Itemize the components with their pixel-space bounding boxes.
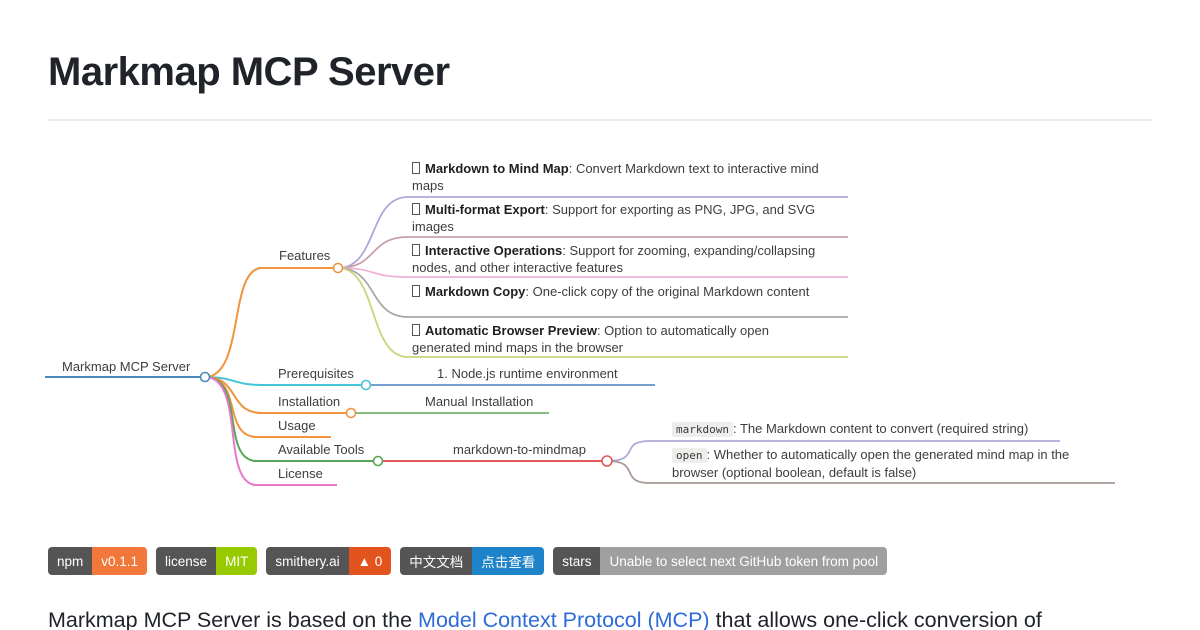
missing-emoji-icon (412, 244, 420, 256)
badge-license[interactable]: license MIT (156, 547, 258, 575)
link-feature-3 (337, 267, 409, 278)
badge-github-stars[interactable]: stars Unable to select next GitHub token… (553, 547, 888, 575)
link-feature-4 (337, 267, 409, 318)
badge-chinese-docs[interactable]: 中文文档 点击查看 (400, 547, 545, 575)
link-root-installation (204, 376, 263, 414)
badge-row: npm v0.1.1 license MIT smithery.ai ▲ 0 中… (48, 547, 888, 575)
link-feature-1 (337, 196, 409, 269)
badge-smithery[interactable]: smithery.ai ▲ 0 (266, 547, 392, 575)
mindmap-leaf-feature-5: Automatic Browser Preview: Option to aut… (412, 323, 769, 355)
mindmap-leaf-feature-3: Interactive Operations: Support for zoom… (412, 243, 816, 275)
mindmap-leaf-nodejs: 1. Node.js runtime environment (437, 366, 618, 381)
missing-emoji-icon (412, 203, 420, 215)
prerequisites-node-circle[interactable] (360, 379, 372, 391)
link-root-license (204, 376, 258, 486)
missing-emoji-icon (412, 324, 420, 336)
installation-node-circle[interactable] (345, 407, 357, 419)
mindmap-node-license: License (278, 466, 323, 481)
mindmap: Markmap MCP Server Features Markdown to … (45, 161, 1115, 486)
link-feature-5 (337, 267, 409, 358)
mindmap-leaf-param-markdown: markdown: The Markdown content to conver… (672, 420, 1092, 438)
root-node-circle[interactable] (199, 371, 211, 383)
mcp-link[interactable]: Model Context Protocol (MCP) (418, 608, 710, 630)
intro-paragraph: Markmap MCP Server is based on the Model… (48, 608, 1042, 630)
mindmap-node-features: Features (279, 248, 331, 263)
link-param-open (606, 460, 651, 484)
title-divider (48, 119, 1152, 121)
mindmap-node-installation: Installation (278, 394, 341, 409)
page-title: Markmap MCP Server (48, 50, 450, 94)
mindmap-canvas (45, 196, 1115, 486)
available-tools-node-circle[interactable] (372, 455, 384, 467)
code-chip: markdown (672, 422, 733, 437)
tool-node-circle[interactable] (601, 455, 613, 467)
link-param-markdown (606, 440, 651, 462)
missing-emoji-icon (412, 162, 420, 174)
link-root-features (204, 267, 263, 378)
features-node-circle[interactable] (332, 262, 344, 274)
badge-npm-version[interactable]: npm v0.1.1 (48, 547, 148, 575)
mindmap-leaf-feature-1: Markdown to Mind Map: Convert Markdown t… (412, 161, 819, 193)
link-feature-2 (337, 236, 409, 269)
mindmap-node-prerequisites: Prerequisites (278, 366, 354, 381)
mindmap-leaf-param-open: open: Whether to automatically open the … (672, 447, 1070, 480)
mindmap-node-tool: markdown-to-mindmap (453, 442, 586, 457)
mindmap-node-usage: Usage (278, 418, 316, 433)
mindmap-leaf-feature-2: Multi-format Export: Support for exporti… (412, 202, 816, 234)
mindmap-node-available-tools: Available Tools (278, 442, 365, 457)
code-chip: open (672, 448, 707, 463)
mindmap-leaf-feature-4: Markdown Copy: One-click copy of the ori… (412, 283, 848, 300)
mindmap-root-label: Markmap MCP Server (62, 359, 191, 374)
mindmap-leaf-manual-installation: Manual Installation (425, 394, 534, 409)
missing-emoji-icon (412, 285, 420, 297)
